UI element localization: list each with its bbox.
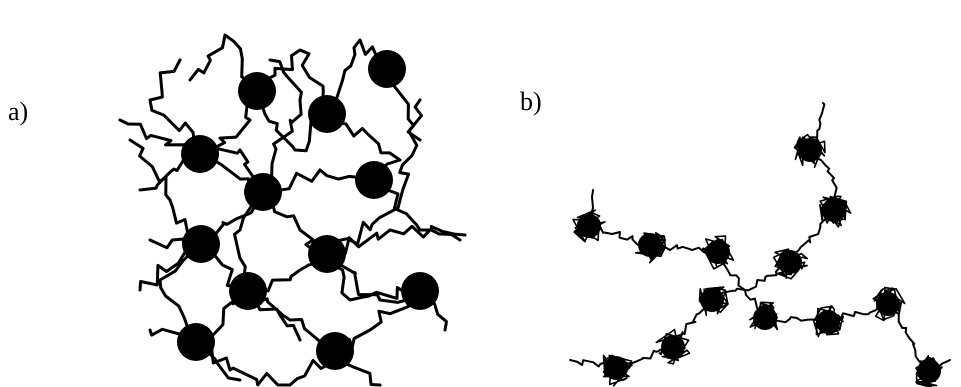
panel-b-bead (778, 250, 802, 274)
panel-b-bead (577, 214, 601, 238)
panel-a-chain (325, 98, 423, 302)
panel-a-bead (316, 332, 354, 370)
panel-a-bead (308, 95, 346, 133)
panel-b-coil (819, 195, 852, 228)
panel-b-bead (876, 292, 900, 316)
panel-b-beads (577, 138, 941, 383)
panel-b-bead (700, 288, 724, 312)
panel-b-chains (569, 102, 951, 387)
panel-a-chains (118, 33, 467, 387)
panel-b-bead (798, 138, 822, 162)
panel-b-bead (604, 356, 628, 380)
panel-a-bead (182, 225, 220, 263)
panel-a-bead (368, 50, 406, 88)
panel-a-bead (181, 135, 219, 173)
panel-b-arm (744, 289, 951, 372)
panel-b-bead (661, 335, 685, 359)
panel-a-collapsed-polymer (118, 33, 467, 387)
panel-a-bead (308, 235, 346, 273)
panel-b-bead (816, 310, 840, 334)
panel-b-bead (638, 233, 662, 257)
panel-b-bead (706, 240, 730, 264)
panel-b-coil (793, 133, 826, 168)
panel-a-bead (244, 173, 282, 211)
panel-b-extended-polymer (569, 102, 951, 387)
panel-a-bead (229, 272, 267, 310)
panel-b-bead (822, 198, 846, 222)
panel-a-bead (177, 323, 215, 361)
panel-a-label: a) (8, 97, 29, 126)
panel-a-beads (177, 50, 439, 370)
panel-b-bead (753, 306, 777, 330)
panel-b-bead (917, 359, 941, 383)
panel-a-bead (238, 72, 276, 110)
panel-a-bead (401, 272, 439, 310)
panel-a-bead (355, 161, 393, 199)
panel-b-label: b) (520, 87, 542, 116)
